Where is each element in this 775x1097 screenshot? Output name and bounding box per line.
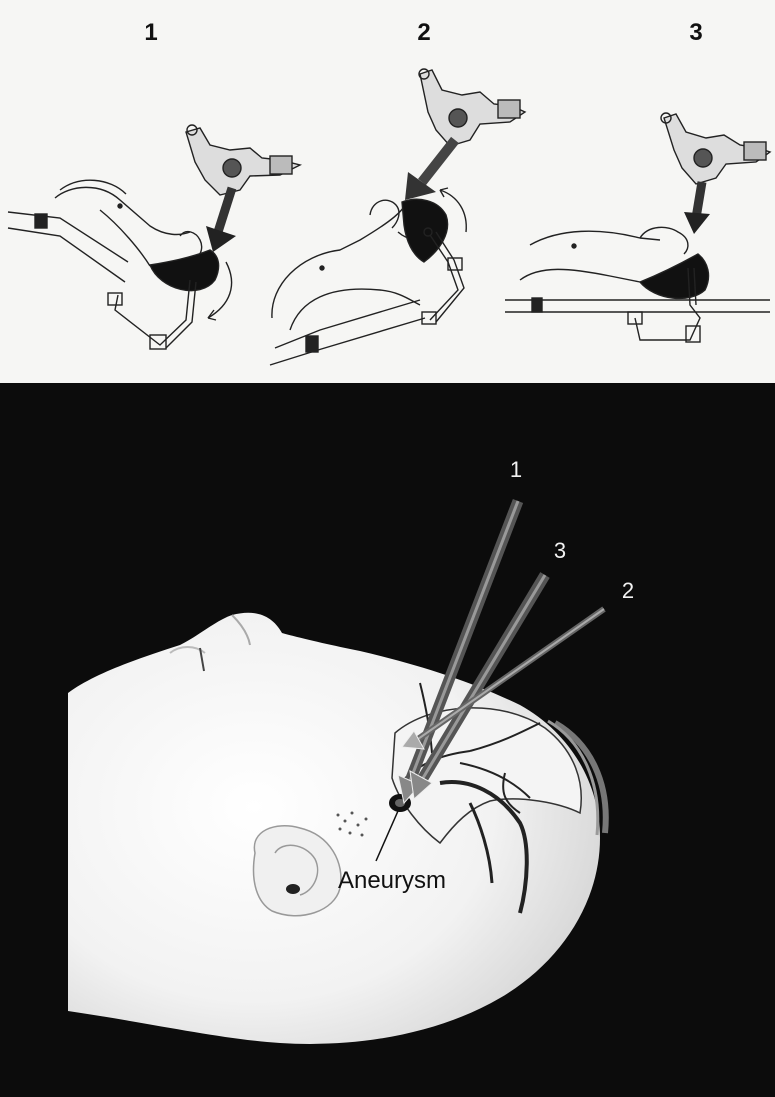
trajectory-label-3: 3 bbox=[554, 538, 566, 563]
positions-panel: 1 2 3 bbox=[0, 0, 775, 383]
aneurysm-label: Aneurysm bbox=[338, 867, 446, 894]
ear-canal bbox=[286, 884, 300, 894]
position-label-3: 3 bbox=[689, 19, 702, 46]
position-label-2: 2 bbox=[417, 19, 430, 46]
position-label-1: 1 bbox=[144, 19, 157, 46]
trajectory-label-2: 2 bbox=[622, 578, 634, 603]
head-model-panel: 1 3 2 Aneurysm bbox=[0, 383, 775, 1097]
trajectory-label-1: 1 bbox=[510, 457, 522, 482]
